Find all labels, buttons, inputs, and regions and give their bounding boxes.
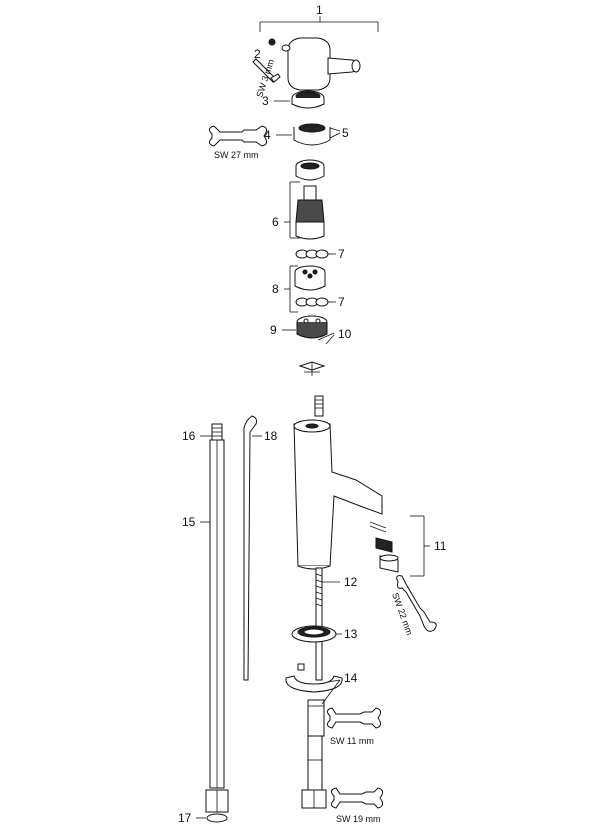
callout-8-bracket (284, 265, 298, 313)
part-18-rod (243, 415, 257, 681)
callout-1: 1 (316, 3, 323, 17)
tool-label-sw11: SW 11 mm (330, 736, 374, 746)
part-15-flex-hose (209, 439, 225, 789)
callout-6: 6 (272, 215, 279, 229)
part-7-seals-lower (295, 297, 329, 307)
callout-14-leaders (321, 679, 341, 705)
part-9-valve-body (296, 315, 328, 339)
part-14-washer-nut (285, 663, 343, 737)
callout-5: 5 (342, 126, 349, 140)
part-2-grub-screw (268, 38, 291, 52)
callout-5-leader-a (329, 127, 341, 132)
part-16-hose-connector (211, 423, 223, 441)
hex-key-sw3-icon (252, 58, 281, 83)
spout-body (293, 395, 383, 570)
callout-13: 13 (344, 627, 358, 641)
callout-17: 17 (178, 811, 192, 825)
callout-10: 10 (338, 327, 352, 341)
callout-10-leader-a (317, 332, 335, 341)
callout-2: 2 (254, 47, 261, 61)
callout-18: 18 (264, 429, 278, 443)
callout-16: 16 (182, 429, 196, 443)
wrench-sw19-icon (330, 787, 384, 809)
callout-8: 8 (272, 282, 279, 296)
lower-hose-center (307, 735, 323, 791)
callout-9: 9 (270, 323, 277, 337)
wrench-sw22-icon (396, 575, 437, 632)
part-8-base-plate (294, 265, 326, 291)
callout-5-leader-b (329, 132, 341, 139)
wrench-sw11-icon (326, 707, 382, 729)
part-11-aerator (369, 521, 399, 573)
callout-14: 14 (344, 671, 358, 685)
part-4-nut (293, 123, 331, 146)
lower-fitting-center (301, 789, 327, 809)
callout-1-bracket (259, 16, 379, 32)
part-3-cap-ring (291, 90, 325, 109)
part-7-seals-upper (295, 249, 329, 259)
callout-7b: 7 (338, 295, 345, 309)
part-clip (298, 361, 326, 376)
part-1-handle (287, 37, 361, 91)
part-12-threaded-rod (315, 567, 323, 681)
callout-11: 11 (434, 539, 447, 553)
callout-7a: 7 (338, 247, 345, 261)
tool-label-sw27: SW 27 mm (214, 150, 259, 160)
callout-3: 3 (262, 94, 269, 108)
tool-label-sw19: SW 19 mm (336, 814, 381, 824)
part-17-hose-nut (205, 789, 229, 823)
part-13-gasket (291, 625, 337, 643)
callout-4: 4 (264, 128, 271, 142)
callout-11-bracket (410, 515, 430, 577)
callout-12: 12 (344, 575, 358, 589)
callout-10-leader-b (325, 334, 335, 345)
part-6-cartridge (295, 185, 325, 240)
callout-15: 15 (182, 515, 196, 529)
cartridge-nut (295, 159, 325, 181)
callout-6-bracket (284, 181, 300, 239)
wrench-sw27-icon (208, 125, 268, 147)
